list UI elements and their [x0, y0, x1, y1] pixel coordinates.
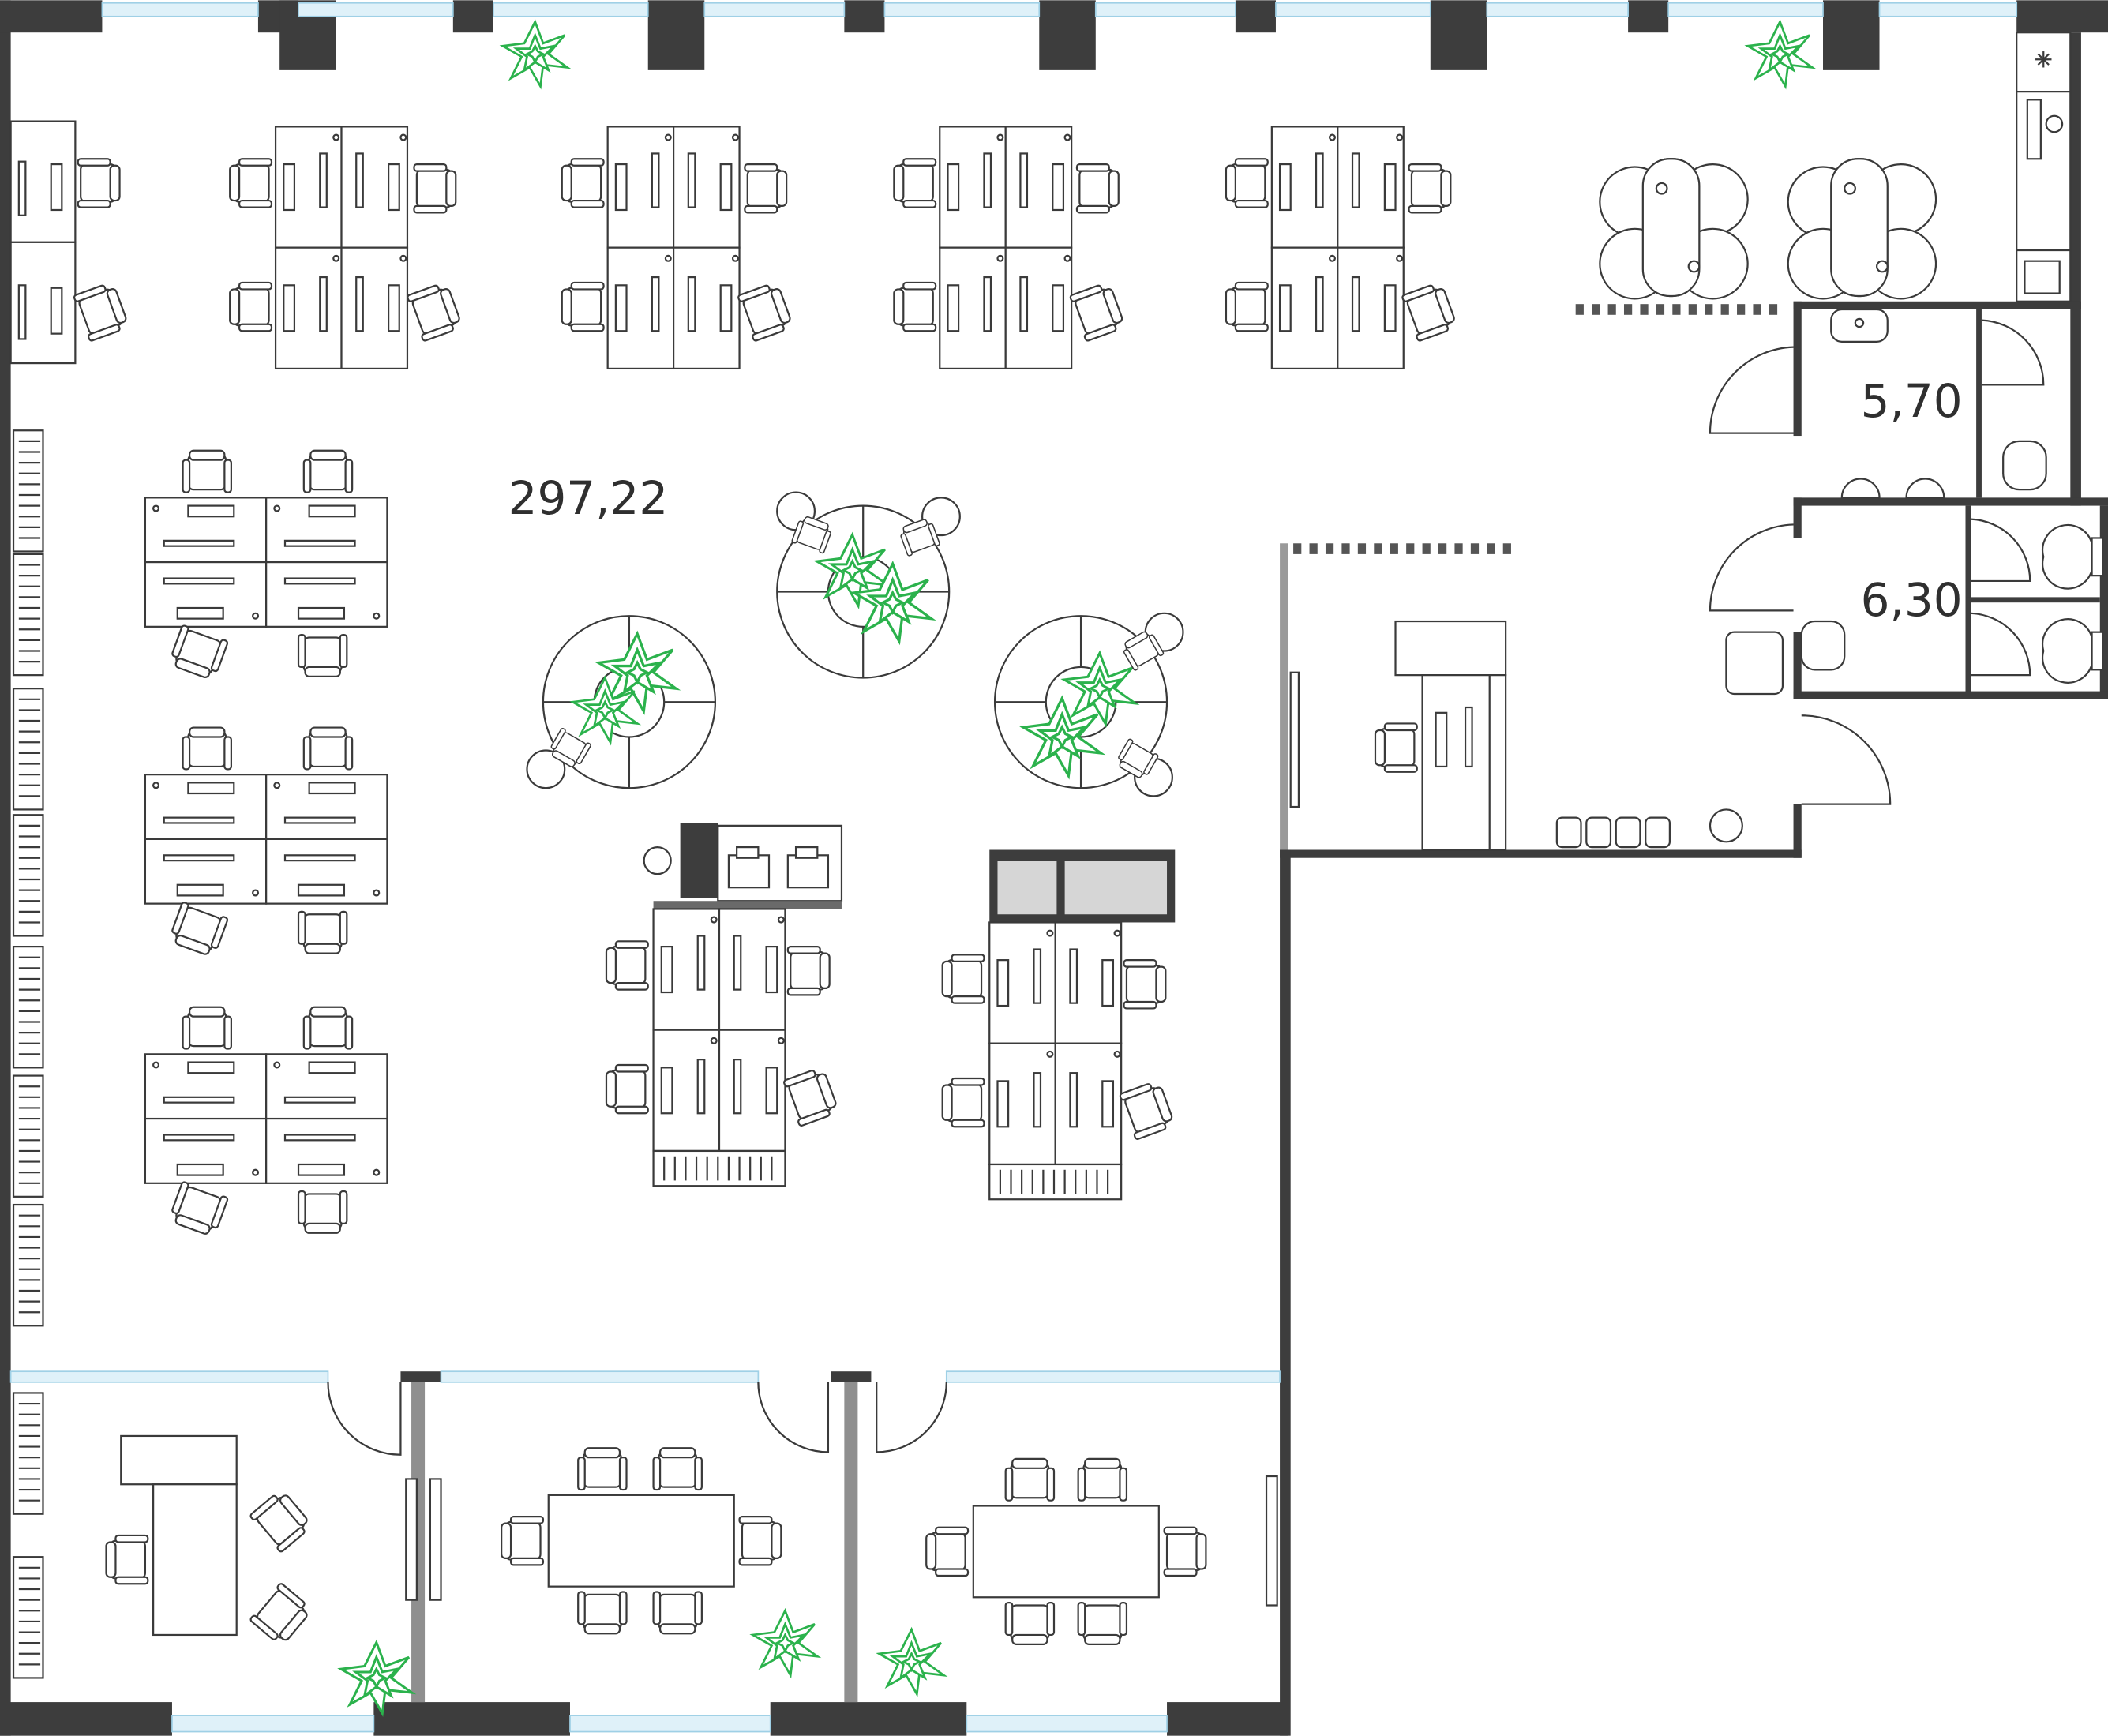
- area-label-open-office: 297,22: [508, 471, 669, 525]
- lounge-area: [526, 491, 1184, 797]
- toilet-icon: [2042, 523, 2093, 590]
- door-swing-icon: [1801, 714, 1892, 805]
- desk-pods-center: [605, 823, 1176, 1201]
- cooktop-icon: [2026, 99, 2042, 160]
- sink-icon: [1830, 308, 1889, 343]
- reception: [1289, 620, 1892, 851]
- door-swing-icon: [327, 1382, 402, 1456]
- toilet-icon: [2002, 440, 2047, 491]
- storage-strip: [12, 429, 44, 1679]
- kitchen: [1599, 32, 2072, 302]
- wc-areas: [1709, 308, 2104, 696]
- bottom-rooms: [105, 1382, 1278, 1715]
- desk-pods-left: [144, 449, 388, 1239]
- area-label-wc-1: 5,70: [1861, 374, 1963, 428]
- sink-icon: [2024, 260, 2061, 294]
- partition-dashed: [1293, 304, 1778, 554]
- door-swing-icon: [1709, 346, 1794, 434]
- desk-pods-top: [9, 120, 1459, 370]
- area-label-wc-2: 6,30: [1861, 573, 1963, 627]
